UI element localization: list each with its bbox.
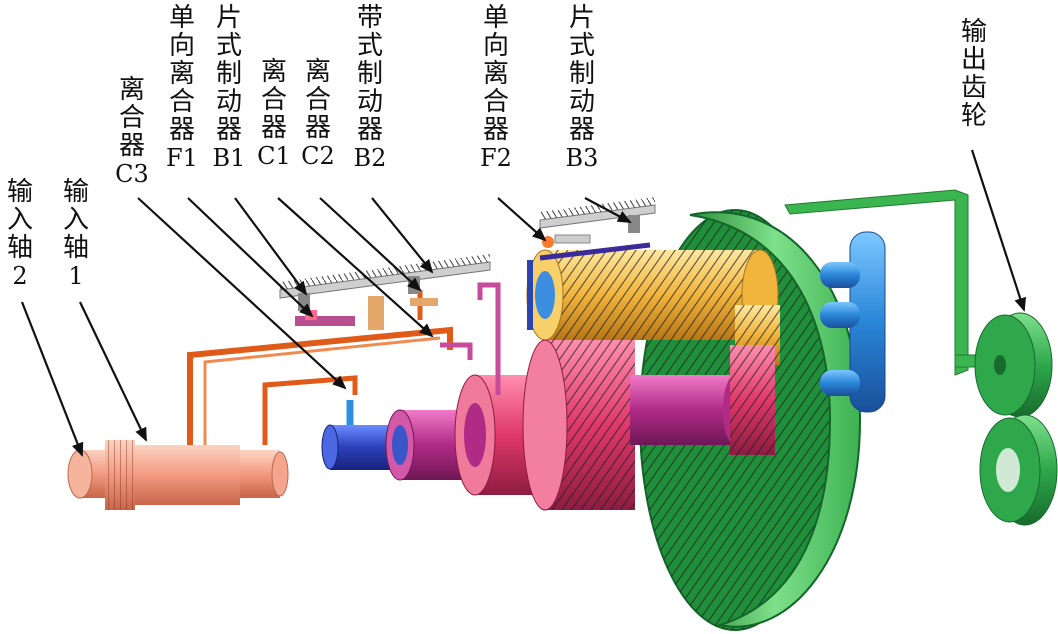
output-gears (974, 312, 1058, 526)
center-shaft (630, 345, 775, 455)
arrow-disc-brake-b3 (584, 197, 632, 223)
brake-plates (279, 197, 656, 330)
label-char: 式 (215, 31, 242, 61)
label-char: 轴 (62, 233, 89, 263)
label-input-shaft-2: 输 入 轴 2 (4, 178, 36, 290)
label-char: 单 (482, 3, 509, 33)
label-char: 入 (6, 205, 33, 235)
label-code: B1 (212, 144, 246, 172)
arrow-band-brake-b2 (371, 197, 434, 274)
label-char: 合 (118, 103, 145, 133)
label-code: B2 (353, 144, 387, 172)
label-input-shaft-1: 输 入 轴 1 (60, 178, 92, 290)
arrow-input-shaft-2 (20, 301, 84, 457)
label-disc-brake-b1: 片 式 制 动 器 B1 (213, 3, 246, 172)
label-code: C2 (301, 142, 335, 170)
label-char: 合 (260, 85, 287, 115)
label-char: 动 (568, 87, 595, 117)
leader-arrows (20, 149, 1026, 457)
label-char: 片 (215, 3, 242, 33)
label-char: 动 (356, 87, 383, 117)
label-char: 器 (168, 115, 195, 145)
label-char: 离 (118, 75, 145, 105)
long-pinion (526, 249, 780, 365)
control-linkages (187, 242, 651, 445)
label-code: B3 (565, 144, 599, 172)
label-char: 制 (215, 59, 242, 89)
label-char: 动 (215, 87, 242, 117)
label-char: 器 (304, 113, 331, 143)
label-char: 离 (260, 57, 287, 87)
input-shaft (67, 440, 289, 510)
label-char: 器 (482, 115, 509, 145)
sun-gear (454, 339, 635, 511)
label-clutch-c2: 离 合 器 C2 (301, 57, 335, 170)
label-char: 器 (118, 131, 145, 161)
label-output-gear: 输 出 齿 轮 (958, 18, 990, 130)
label-char: 向 (168, 31, 195, 61)
label-char: 单 (168, 3, 195, 33)
label-char: 合 (168, 87, 195, 117)
label-code: 1 (68, 262, 84, 290)
arrow-clutch-c2 (319, 197, 422, 292)
label-char: 轮 (960, 101, 987, 131)
label-char: 出 (960, 45, 987, 75)
label-char: 输 (6, 177, 33, 207)
label-char: 输 (960, 17, 987, 47)
label-char: 制 (568, 59, 595, 89)
label-code: C3 (115, 160, 149, 188)
planet-carrier (820, 231, 886, 413)
label-one-way-clutch-f1: 单 向 离 合 器 F1 (166, 4, 198, 172)
label-char: 带 (356, 3, 383, 33)
label-char: 轴 (6, 233, 33, 263)
label-char: 合 (304, 85, 331, 115)
label-char: 片 (568, 3, 595, 33)
label-char: 离 (482, 59, 509, 89)
label-code: F2 (480, 144, 512, 172)
label-char: 器 (356, 115, 383, 145)
arrow-clutch-c3 (137, 197, 347, 390)
arrow-one-way-clutch-f1 (187, 197, 314, 318)
arrow-disc-brake-b1 (234, 197, 308, 296)
label-char: 离 (304, 57, 331, 87)
arrow-output-gear (970, 149, 1026, 312)
label-code: C1 (257, 142, 291, 170)
label-char: 入 (62, 205, 89, 235)
label-one-way-clutch-f2: 单 向 离 合 器 F2 (480, 4, 512, 172)
arrow-one-way-clutch-f2 (497, 197, 547, 242)
label-char: 式 (356, 31, 383, 61)
arrow-input-shaft-1 (79, 301, 147, 442)
label-clutch-c3: 离 合 器 C3 (115, 75, 149, 188)
label-char: 式 (568, 31, 595, 61)
label-char: 器 (260, 113, 287, 143)
label-char: 输 (62, 177, 89, 207)
label-char: 合 (482, 87, 509, 117)
label-char: 器 (568, 115, 595, 145)
label-char: 向 (482, 31, 509, 61)
label-code: 2 (12, 262, 28, 290)
label-code: F1 (166, 144, 198, 172)
arrow-clutch-c1 (277, 197, 434, 338)
label-disc-brake-b3: 片 式 制 动 器 B3 (566, 3, 599, 172)
label-char: 齿 (960, 73, 987, 103)
label-char: 器 (215, 115, 242, 145)
label-clutch-c1: 离 合 器 C1 (257, 57, 291, 170)
label-char: 离 (168, 59, 195, 89)
label-char: 制 (356, 59, 383, 89)
label-band-brake-b2: 带 式 制 动 器 B2 (354, 3, 387, 172)
